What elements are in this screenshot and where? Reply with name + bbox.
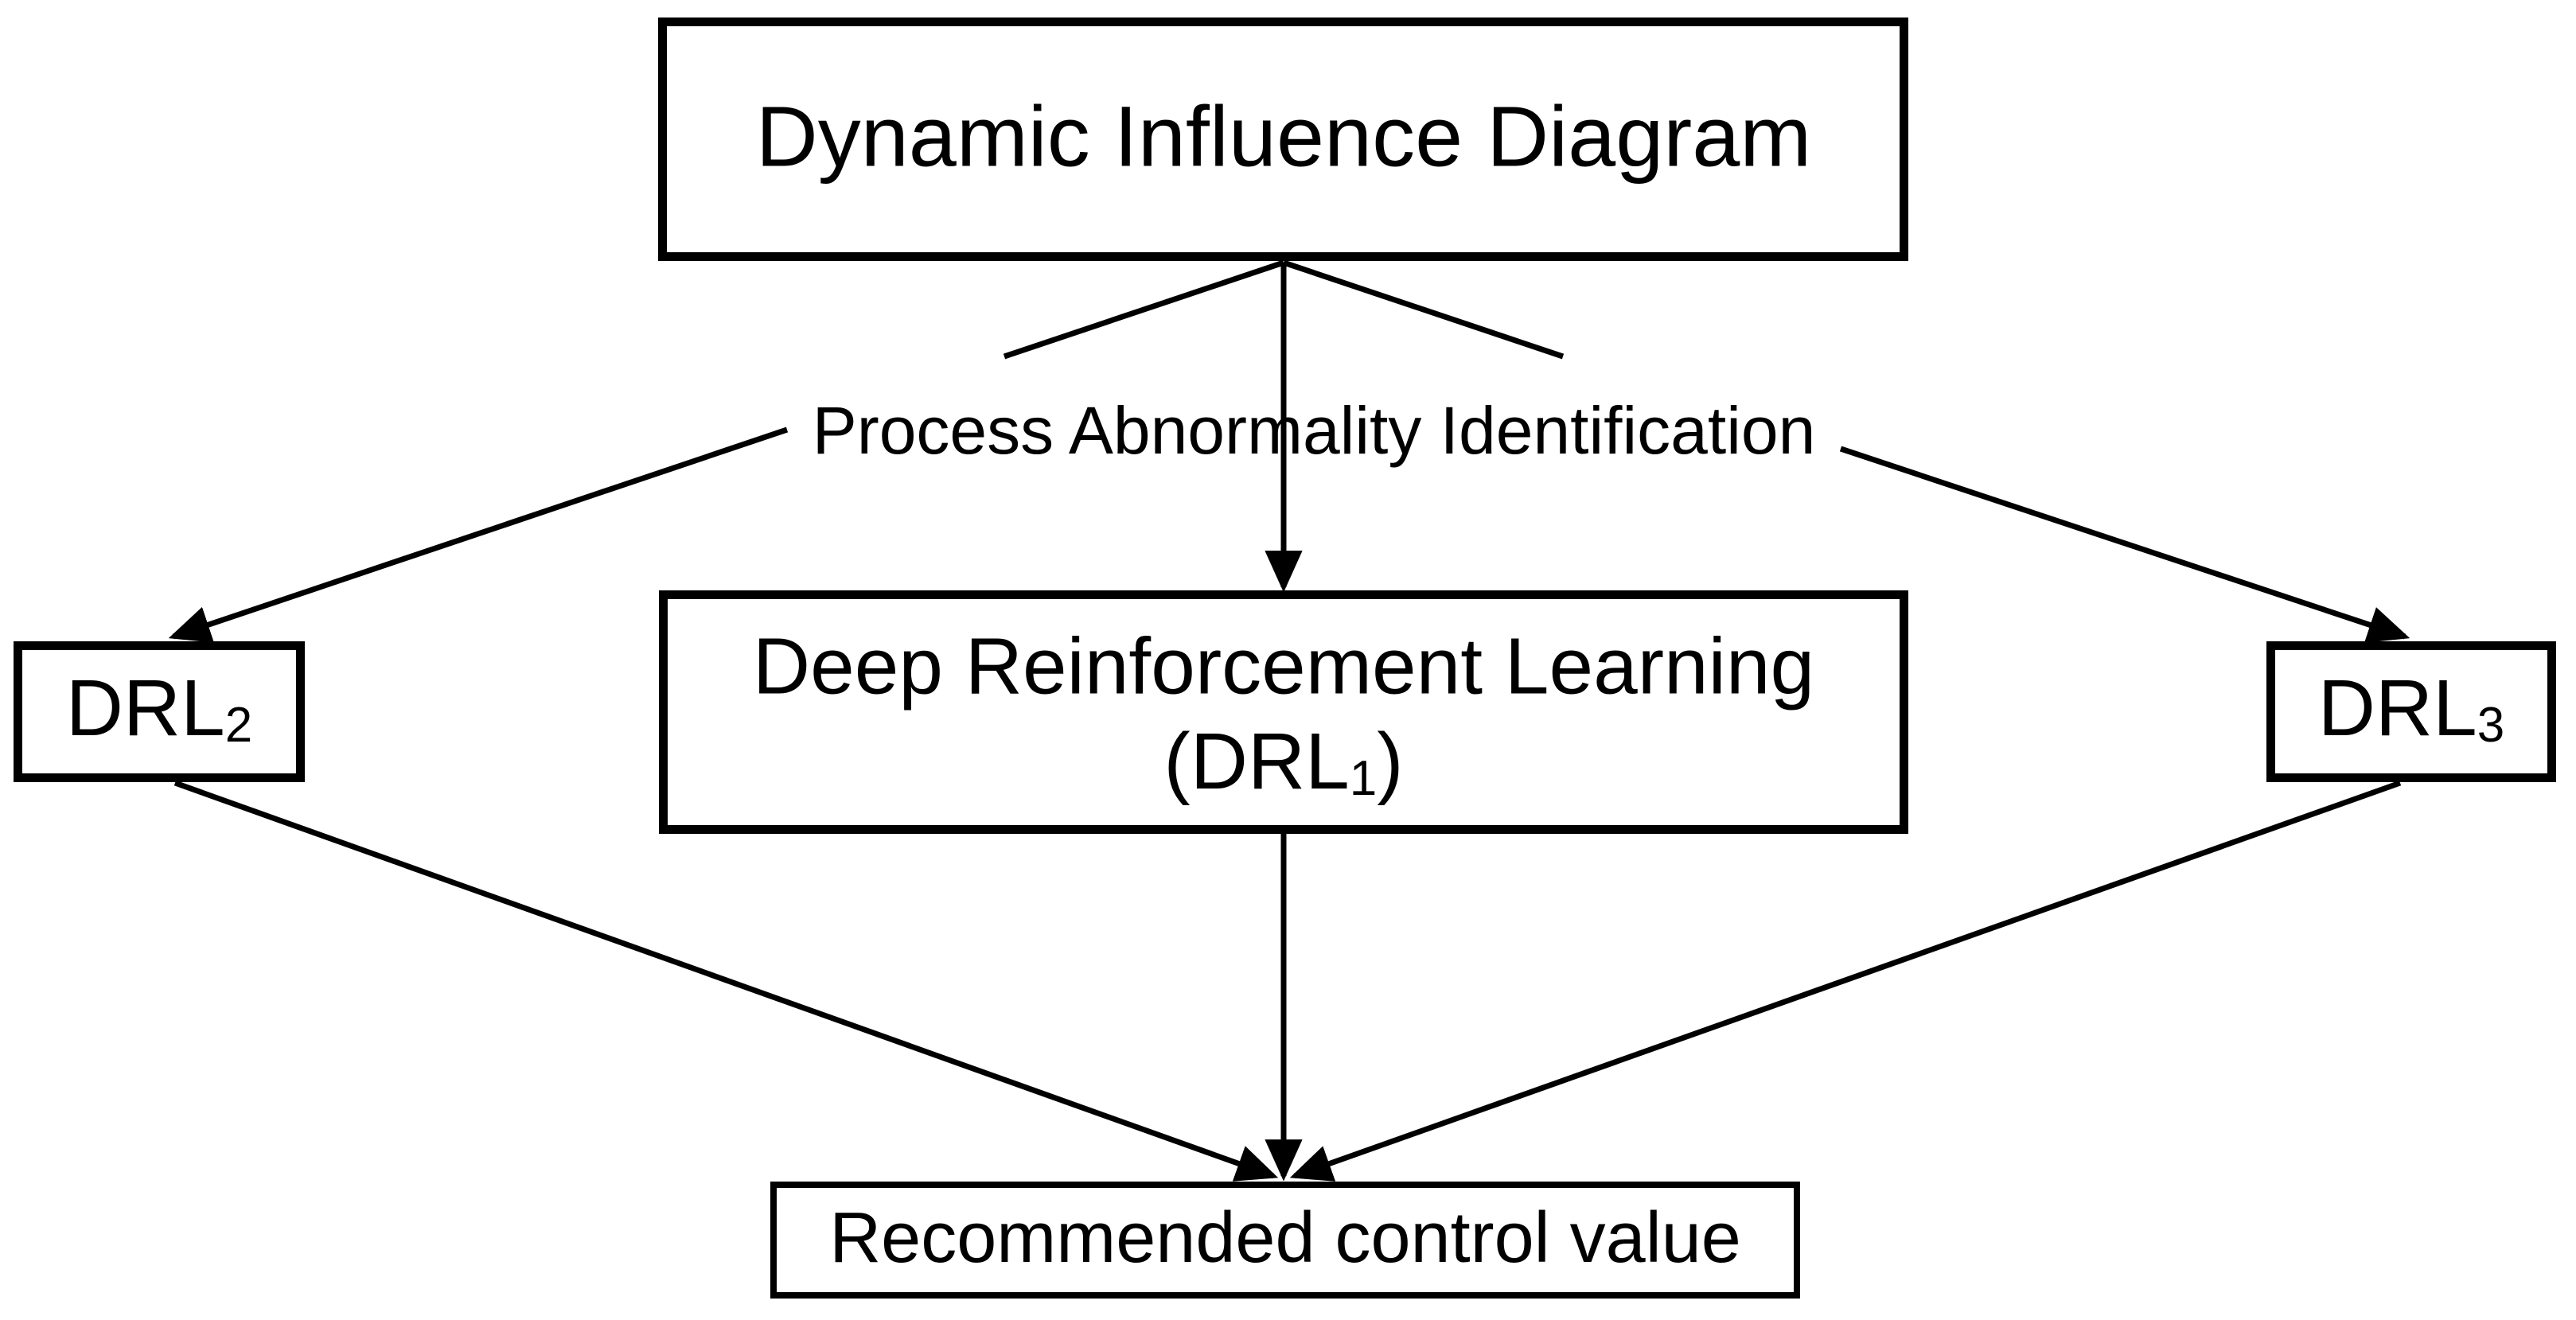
node-drl-3-label: DRL3	[2318, 664, 2505, 753]
edge-top-to-drl2-segment-b	[168, 426, 789, 643]
node-recommended-control-value[interactable]	[770, 1182, 1800, 1299]
drl2-subscript: 2	[225, 698, 252, 753]
drl2-prefix: DRL	[66, 664, 225, 753]
node-drl-2-label: DRL2	[66, 664, 253, 753]
node-drl-2[interactable]	[14, 641, 305, 782]
drl3-subscript: 3	[2477, 698, 2504, 753]
edge-drl2-to-bottom	[173, 780, 1279, 1182]
drl1-subscript: 1	[1350, 751, 1377, 806]
drl3-prefix: DRL	[2318, 664, 2477, 753]
node-deep-reinforcement-learning[interactable]	[659, 590, 1908, 834]
edge-top-to-drl2-segment-a	[1003, 259, 1285, 360]
drl1-suffix: )	[1377, 717, 1403, 806]
edge-top-to-drl3-segment-a	[1282, 259, 1565, 360]
node-dynamic-influence-diagram[interactable]	[658, 18, 1908, 261]
node-deep-reinforcement-learning-label-line2: (DRL1)	[1163, 717, 1403, 806]
node-deep-reinforcement-learning-label-line1: Deep Reinforcement Learning	[753, 621, 1814, 711]
drl1-prefix: (DRL	[1163, 717, 1349, 806]
node-drl-3[interactable]	[2266, 641, 2556, 782]
edge-drl3-to-bottom	[1289, 780, 2402, 1182]
node-dynamic-influence-diagram-label: Dynamic Influence Diagram	[756, 88, 1812, 185]
node-recommended-control-value-label: Recommended control value	[829, 1198, 1741, 1278]
edge-label-process-abnormality-identification: Process Abnormality Identification	[813, 393, 1816, 468]
edge-top-to-drl3-segment-b	[1839, 446, 2410, 643]
